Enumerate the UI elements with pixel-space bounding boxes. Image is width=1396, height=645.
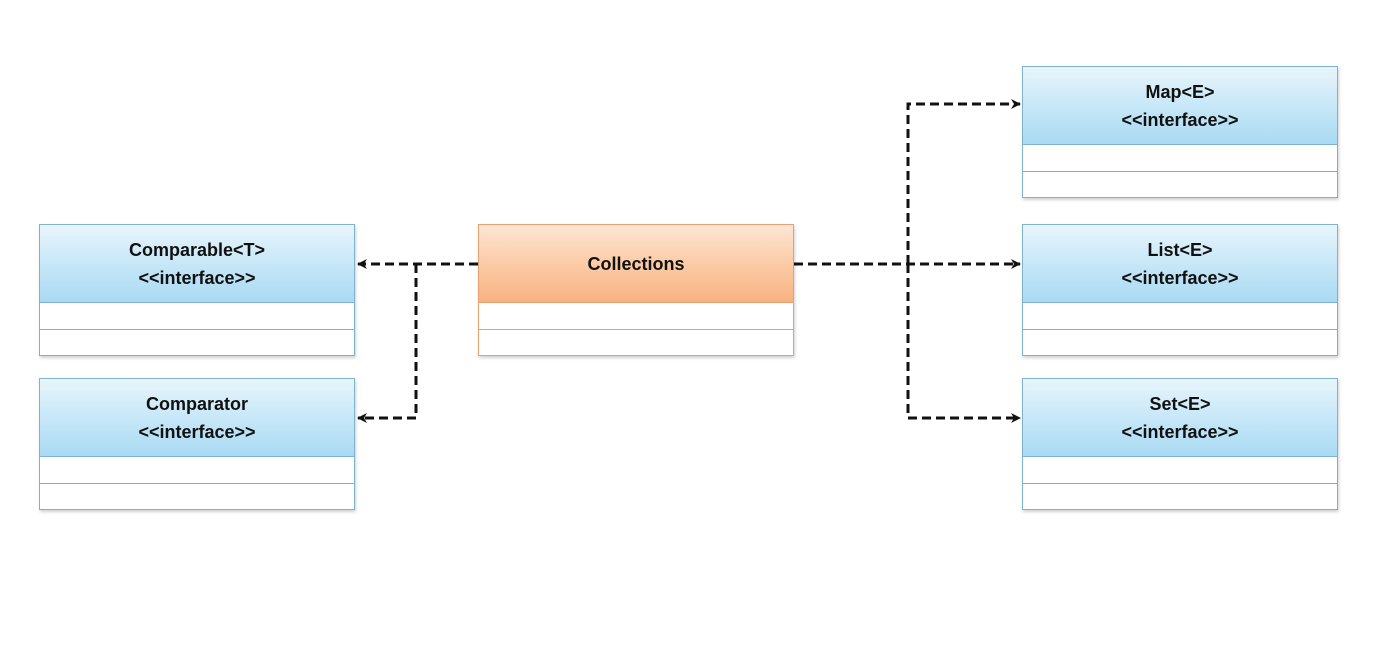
arrow-to-comparator	[357, 264, 418, 423]
class-comparable: Comparable<T> <<interface>>	[39, 224, 355, 356]
class-set-header: Set<E> <<interface>>	[1023, 379, 1337, 457]
class-set-attributes	[1023, 457, 1337, 483]
class-list-stereotype: <<interface>>	[1121, 267, 1239, 288]
class-comparator-attributes	[40, 457, 354, 483]
class-comparable-stereotype: <<interface>>	[138, 267, 256, 288]
class-list: List<E> <<interface>>	[1022, 224, 1338, 356]
class-comparable-header: Comparable<T> <<interface>>	[40, 225, 354, 303]
class-map-stereotype: <<interface>>	[1121, 109, 1239, 130]
class-comparator-name: Comparator	[145, 393, 248, 414]
arrow-to-set	[906, 264, 1021, 423]
class-list-methods	[1023, 329, 1337, 355]
class-comparator-header: Comparator <<interface>>	[40, 379, 354, 457]
class-collections-name: Collections	[587, 253, 685, 274]
class-comparator-methods	[40, 483, 354, 509]
class-list-name: List<E>	[1147, 239, 1213, 260]
class-set: Set<E> <<interface>>	[1022, 378, 1338, 510]
class-comparator-stereotype: <<interface>>	[138, 421, 256, 442]
class-collections: Collections	[478, 224, 794, 356]
class-set-name: Set<E>	[1149, 393, 1211, 414]
class-collections-attributes	[479, 303, 793, 329]
class-list-attributes	[1023, 303, 1337, 329]
class-map: Map<E> <<interface>>	[1022, 66, 1338, 198]
class-map-attributes	[1023, 145, 1337, 171]
class-map-header: Map<E> <<interface>>	[1023, 67, 1337, 145]
class-collections-header: Collections	[479, 225, 793, 303]
class-set-stereotype: <<interface>>	[1121, 421, 1239, 442]
class-comparable-methods	[40, 329, 354, 355]
class-collections-methods	[479, 329, 793, 355]
class-map-methods	[1023, 171, 1337, 197]
class-list-header: List<E> <<interface>>	[1023, 225, 1337, 303]
class-map-name: Map<E>	[1145, 81, 1215, 102]
class-set-methods	[1023, 483, 1337, 509]
class-comparator: Comparator <<interface>>	[39, 378, 355, 510]
arrow-to-map	[906, 99, 1021, 264]
class-comparable-name: Comparable<T>	[128, 239, 266, 260]
class-comparable-attributes	[40, 303, 354, 329]
